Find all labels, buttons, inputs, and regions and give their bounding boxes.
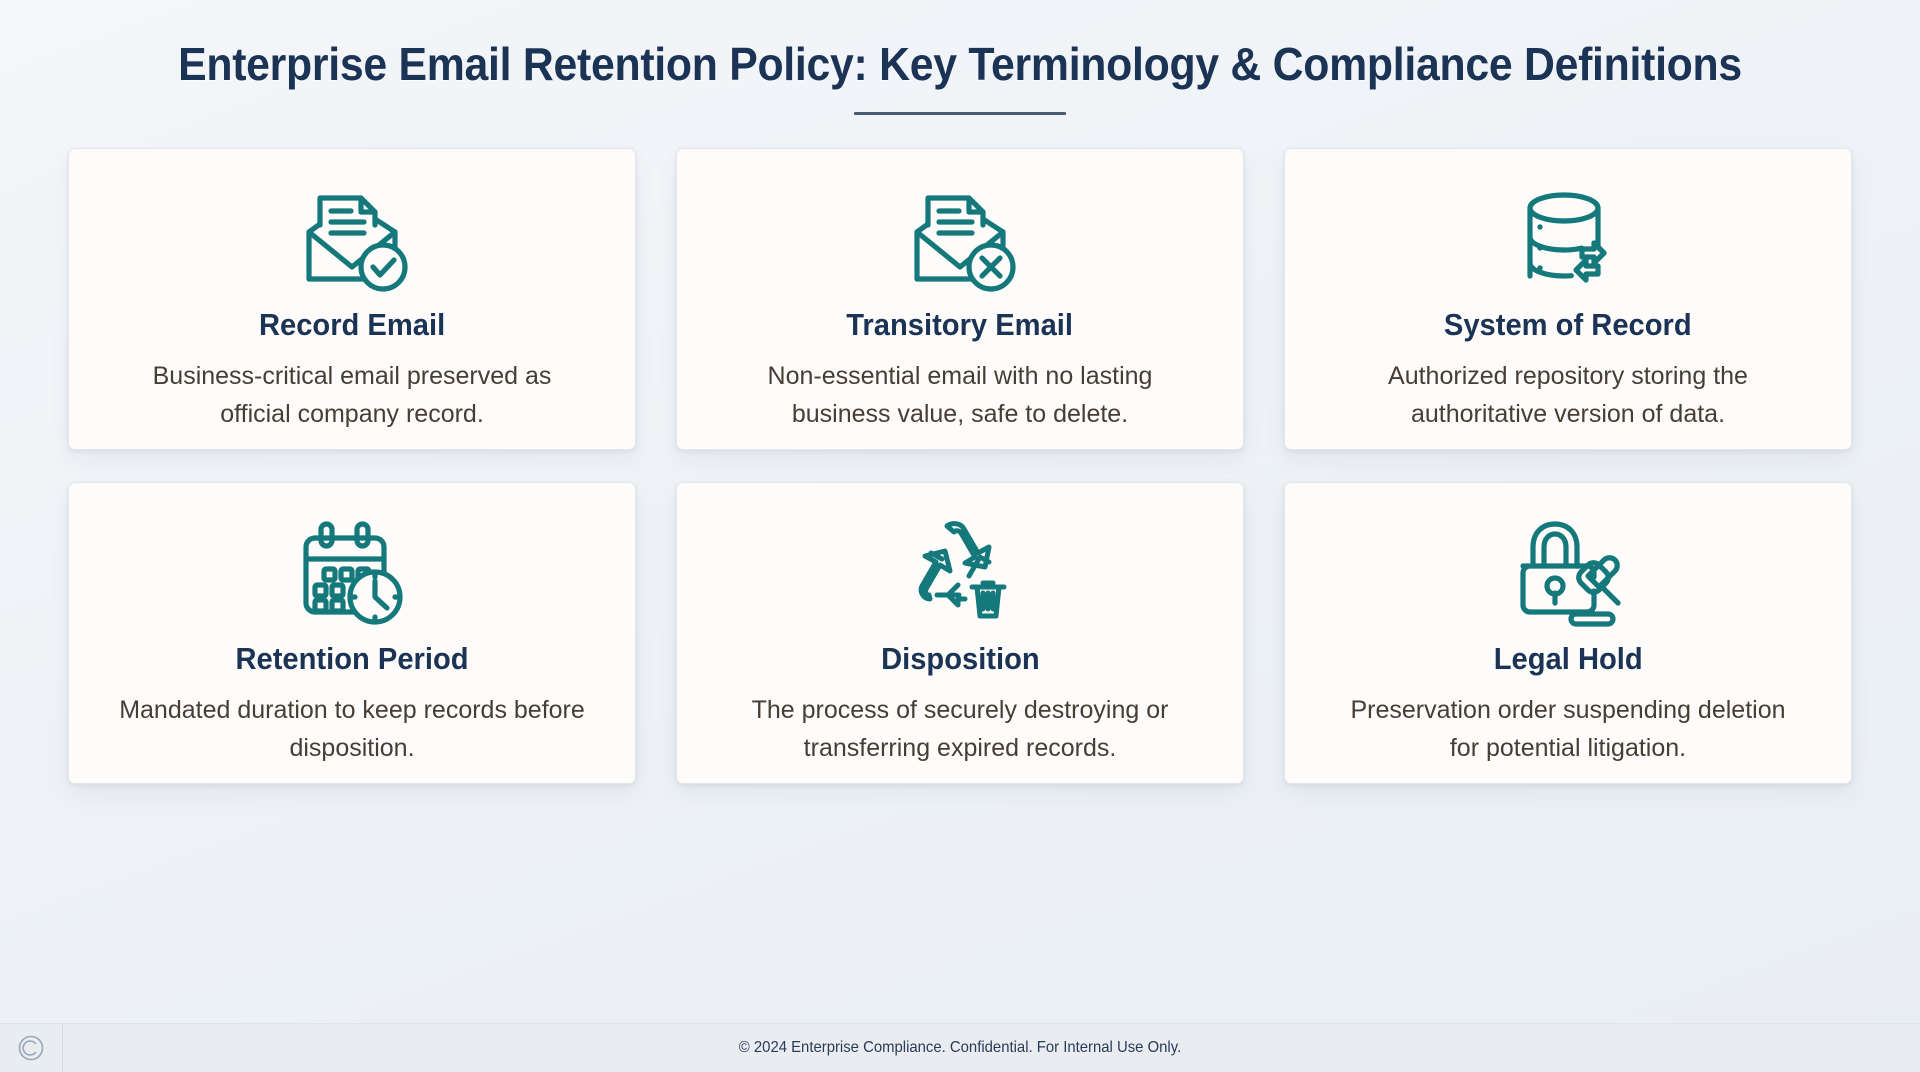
card-title: System of Record [1444, 307, 1692, 342]
card-disposition[interactable]: Disposition The process of securely dest… [676, 482, 1244, 784]
calendar-clock-icon [293, 513, 411, 631]
email-transitory-cross-icon [901, 179, 1019, 297]
copyright-mark-icon [0, 1024, 63, 1072]
email-record-check-icon [293, 179, 411, 297]
database-exchange-icon [1509, 179, 1627, 297]
card-title: Disposition [880, 641, 1040, 676]
card-description: Mandated duration to keep records before… [119, 696, 585, 762]
card-title: Retention Period [235, 641, 469, 676]
card-retention-period[interactable]: Retention Period Mandated duration to ke… [68, 482, 636, 784]
card-description: Non-essential email with no lasting busi… [767, 362, 1153, 428]
card-title: Transitory Email [846, 307, 1074, 342]
card-transitory-email[interactable]: Transitory Email Non-essential email wit… [676, 148, 1244, 450]
page-title: Enterprise Email Retention Policy: Key T… [178, 38, 1742, 90]
definition-card-grid: Record Email Business-critical email pre… [68, 148, 1852, 784]
card-legal-hold[interactable]: Legal Hold Preservation order suspending… [1284, 482, 1852, 784]
card-description: Preservation order suspending deletion f… [1350, 696, 1786, 762]
card-system-of-record[interactable]: System of Record Authorized repository s… [1284, 148, 1852, 450]
card-description: The process of securely destroying or tr… [751, 696, 1169, 762]
card-description: Authorized repository storing the author… [1388, 362, 1748, 428]
title-underline-accent [854, 112, 1066, 115]
card-description: Business-critical email preserved as off… [152, 362, 552, 428]
footer-text: © 2024 Enterprise Compliance. Confidenti… [738, 1039, 1182, 1056]
card-title: Record Email [258, 307, 446, 342]
card-title: Legal Hold [1493, 641, 1643, 676]
card-record-email[interactable]: Record Email Business-critical email pre… [68, 148, 636, 450]
recycle-trash-icon [901, 513, 1019, 631]
padlock-gavel-icon [1509, 513, 1627, 631]
title-block: Enterprise Email Retention Policy: Key T… [0, 38, 1920, 115]
footer-bar: © 2024 Enterprise Compliance. Confidenti… [0, 1023, 1920, 1072]
